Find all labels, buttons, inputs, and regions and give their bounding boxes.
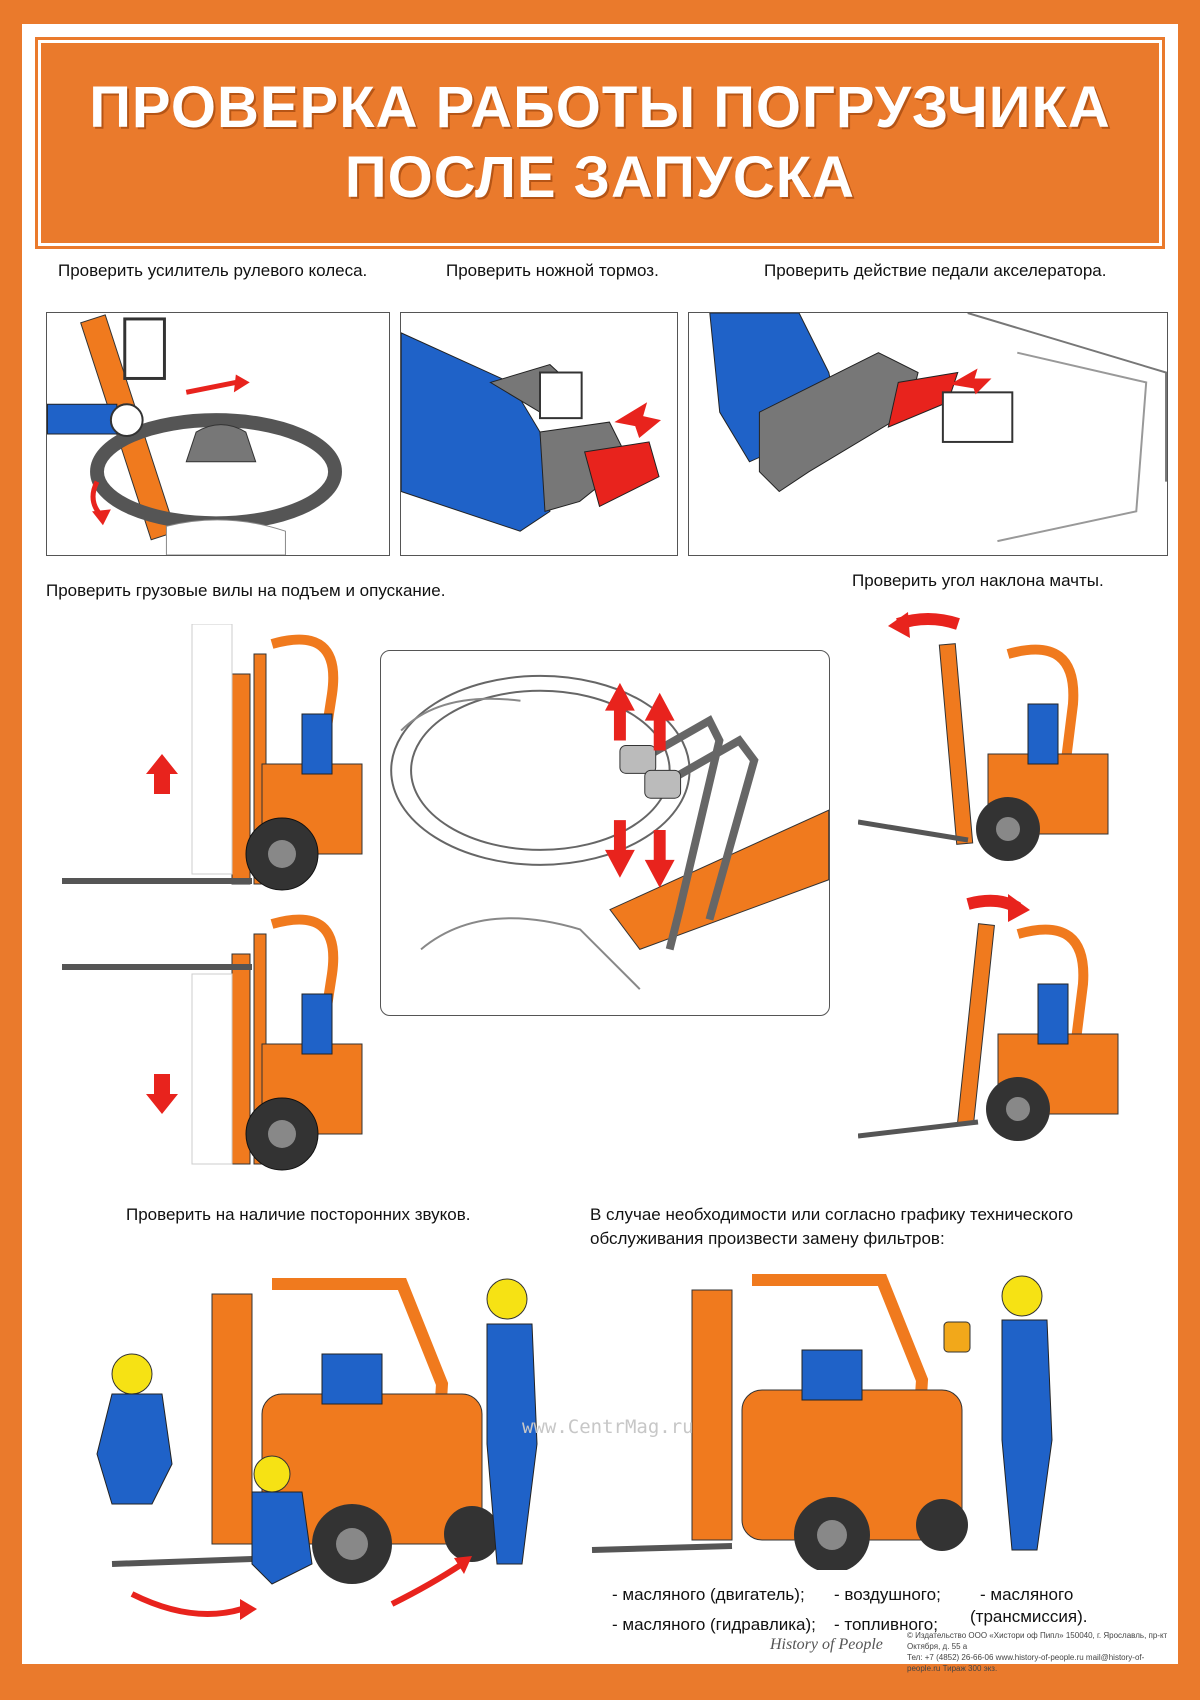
title-line-1: ПРОВЕРКА РАБОТЫ ПОГРУЗЧИКА xyxy=(89,75,1111,140)
caption-steering: Проверить усилитель рулевого колеса. xyxy=(58,261,368,280)
title-banner: ПРОВЕРКА РАБОТЫ ПОГРУЗЧИКА ПОСЛЕ ЗАПУСКА xyxy=(35,37,1165,249)
hydraulic-levers-illustration xyxy=(390,674,829,990)
poster-sheet: ПРОВЕРКА РАБОТЫ ПОГРУЗЧИКА ПОСЛЕ ЗАПУСКА… xyxy=(22,24,1178,1673)
caption-filters-line-1: В случае необходимости или согласно граф… xyxy=(590,1205,1074,1224)
caption-filters-line-2: обслуживания произвести замену фильтров: xyxy=(590,1229,945,1248)
title-line-2: ПОСЛЕ ЗАПУСКА xyxy=(344,145,856,210)
filter-oil-hydraulics: - масляного (гидравлика); xyxy=(612,1615,816,1634)
caption-mast: Проверить угол наклона мачты. xyxy=(852,571,1104,590)
filter-oil-transmission-1: - масляного xyxy=(980,1585,1074,1604)
caption-accelerator: Проверить действие педали акселератора. xyxy=(764,261,1107,280)
publisher-info: © Издательство ООО «Хистори оф Пипл» 150… xyxy=(907,1630,1177,1674)
forklift-forks-down xyxy=(62,904,382,1174)
forklift-mast-tilt-back xyxy=(858,604,1168,874)
steering-panel xyxy=(46,312,390,556)
accelerator-panel xyxy=(688,312,1168,556)
filter-oil-transmission-2: (трансмиссия). xyxy=(970,1607,1088,1626)
caption-brake: Проверить ножной тормоз. xyxy=(446,261,659,280)
filter-replacement-scene xyxy=(582,1260,1082,1570)
brake-panel xyxy=(400,312,678,556)
control-levers-panel xyxy=(380,650,830,1016)
caption-forks: Проверить грузовые вилы на подъем и опус… xyxy=(46,581,446,600)
watermark: www.CentrMag.ru xyxy=(522,1416,694,1438)
filter-fuel: - топливного; xyxy=(834,1615,938,1634)
brake-pedal-illustration xyxy=(401,332,661,532)
publisher-info-line-1: © Издательство ООО «Хистори оф Пипл» 150… xyxy=(907,1631,1168,1651)
caption-sounds: Проверить на наличие посторонних звуков. xyxy=(126,1205,471,1224)
steering-wheel-illustration xyxy=(47,314,342,555)
forklift-mast-tilt-forward xyxy=(858,874,1168,1144)
publisher-info-line-2: Тел: +7 (4852) 26-66-06 www.history-of-p… xyxy=(907,1653,1145,1673)
sound-inspection-scene xyxy=(52,1264,552,1634)
forklift-forks-up xyxy=(62,624,382,894)
filter-oil-engine: - масляного (двигатель); xyxy=(612,1585,805,1604)
filter-air: - воздушного; xyxy=(834,1585,941,1604)
publisher-logo: History of People xyxy=(770,1636,883,1653)
accelerator-pedal-illustration xyxy=(709,313,1167,543)
